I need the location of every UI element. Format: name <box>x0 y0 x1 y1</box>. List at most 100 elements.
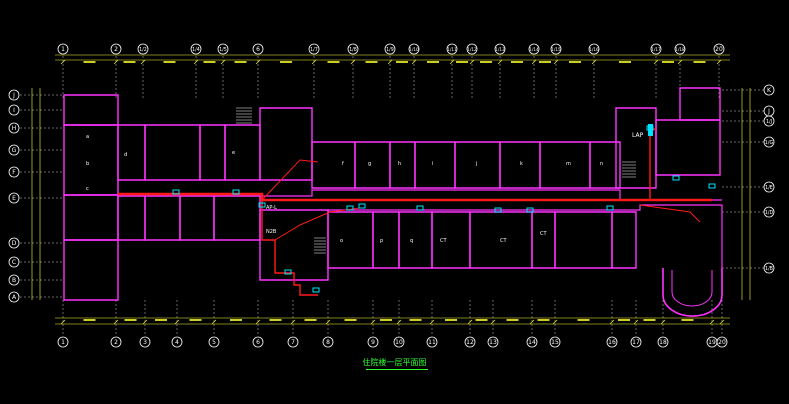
dim-tick-bottom-18 <box>709 319 715 325</box>
axis-left-2-circle <box>8 122 20 134</box>
dim-tick-top-0 <box>60 59 66 65</box>
axis-top-12-circle <box>494 43 506 55</box>
axis-right-0-circle <box>763 84 775 96</box>
dim-tick-top-2 <box>140 59 146 65</box>
dim-value-mark-top-0 <box>83 61 96 63</box>
axis-top-12-label: 1/13 <box>495 47 505 52</box>
dim-value-mark-bottom-5 <box>269 319 282 321</box>
room-label-r19: CT <box>540 231 547 237</box>
axis-left-8-circle <box>8 274 20 286</box>
room-label-r5: e <box>232 150 235 156</box>
axis-top-6-label: 1/7 <box>310 47 318 53</box>
axis-right-6-label: 1/B <box>765 266 773 272</box>
room-label-r11: k <box>520 161 523 167</box>
wall-room-0 <box>63 94 119 126</box>
wall-room-17 <box>615 107 657 189</box>
dim-value-mark-top-9 <box>427 61 439 63</box>
room-label-r2: b <box>86 161 89 167</box>
dim-tick-top-1 <box>113 59 119 65</box>
wall-room-8 <box>259 107 313 181</box>
axis-left-1-label: I <box>13 107 15 114</box>
dim-value-mark-top-16 <box>662 61 674 63</box>
wall-room-20 <box>117 195 146 241</box>
dim-tick-top-7 <box>350 59 356 65</box>
wall-room-10 <box>354 141 391 189</box>
dim-tick-top-4 <box>220 59 226 65</box>
equipment-marker-5 <box>494 207 502 213</box>
axis-top-13-label: 1/14 <box>529 47 539 52</box>
wall-room-31 <box>611 211 637 269</box>
dim-tick-top-17 <box>677 59 683 65</box>
axis-top-14-label: 1/15 <box>551 47 561 52</box>
wall-room-9 <box>311 141 356 189</box>
dim-value-mark-top-14 <box>569 61 581 63</box>
axis-bottom-16-label: 17 <box>632 339 640 346</box>
axis-bottom-11-circle <box>464 336 476 348</box>
axis-bottom-3-circle <box>171 336 183 348</box>
axis-top-2-circle <box>137 43 149 55</box>
dim-tick-top-15 <box>591 59 597 65</box>
axis-bottom-18-label: 19 <box>708 339 716 346</box>
equipment-marker-13 <box>358 203 366 209</box>
axis-top-11-circle <box>466 43 478 55</box>
wall-room-27 <box>431 211 471 269</box>
axis-left-7-circle <box>8 256 20 268</box>
room-label-r16: q <box>410 238 413 244</box>
axis-top-1-circle <box>110 43 122 55</box>
wall-corridor-south <box>328 204 723 268</box>
axis-top-1-label: 2 <box>114 46 118 53</box>
axis-bottom-7-label: 8 <box>326 339 330 346</box>
dim-tick-top-9 <box>411 59 417 65</box>
axis-top-2-label: 1/2 <box>139 47 147 53</box>
axis-bottom-17-circle <box>657 336 669 348</box>
dim-value-mark-bottom-13 <box>537 319 550 321</box>
wall-room-32 <box>259 209 329 281</box>
wall-room-11 <box>389 141 416 189</box>
axis-left-3-label: G <box>12 147 17 154</box>
wall-room-7 <box>224 124 261 181</box>
walls <box>63 87 723 317</box>
axis-top-15-label: 1/16 <box>589 47 599 52</box>
room-label-r4: d <box>124 152 127 158</box>
axis-bottom-14-circle <box>549 336 561 348</box>
dim-value-mark-bottom-0 <box>83 319 96 321</box>
axis-top-4-circle <box>217 43 229 55</box>
axis-left-3-circle <box>8 144 20 156</box>
axis-bottom-7-circle <box>322 336 334 348</box>
dim-value-mark-bottom-12 <box>506 319 519 321</box>
dim-tick-top-10 <box>449 59 455 65</box>
room-label-r3: c <box>86 186 89 192</box>
wall-room-6 <box>199 124 226 181</box>
dim-value-mark-top-12 <box>511 61 523 63</box>
dim-tick-top-5 <box>255 59 261 65</box>
axis-top-15-circle <box>588 43 600 55</box>
label-lap: LAP <box>632 132 644 139</box>
equipment-marker-6 <box>526 207 534 213</box>
dim-tick-top-3 <box>193 59 199 65</box>
room-label-r9: i <box>432 161 433 167</box>
axis-bottom-8-circle <box>367 336 379 348</box>
axis-bottom-12-circle <box>487 336 499 348</box>
equipment-marker-2 <box>258 202 266 208</box>
axis-bottom-10-label: 11 <box>428 339 436 346</box>
axis-bottom-13-label: 14 <box>528 339 536 346</box>
room-label-r7: g <box>368 161 371 167</box>
dim-value-mark-bottom-16 <box>643 319 656 321</box>
axis-left-9-circle <box>8 291 20 303</box>
wall-room-29 <box>531 211 556 269</box>
axis-left-8-label: B <box>12 277 16 284</box>
dim-tick-top-11 <box>469 59 475 65</box>
axis-top-7-label: 1/8 <box>349 47 357 53</box>
wall-room-1 <box>63 124 119 196</box>
axis-right-4-label: 1/E <box>765 185 773 191</box>
axis-right-0-label: K <box>767 87 772 94</box>
axis-right-4-circle <box>763 181 775 193</box>
pipe-main-corridor <box>118 192 712 202</box>
dim-tick-top-13 <box>531 59 537 65</box>
axis-bottom-19-circle <box>716 336 728 348</box>
drawing-caption: 住院楼一层平面图 <box>362 358 427 367</box>
axis-bottom-15-label: 16 <box>608 339 616 346</box>
dim-tick-bottom-19 <box>719 319 725 325</box>
dim-tick-top-12 <box>497 59 503 65</box>
